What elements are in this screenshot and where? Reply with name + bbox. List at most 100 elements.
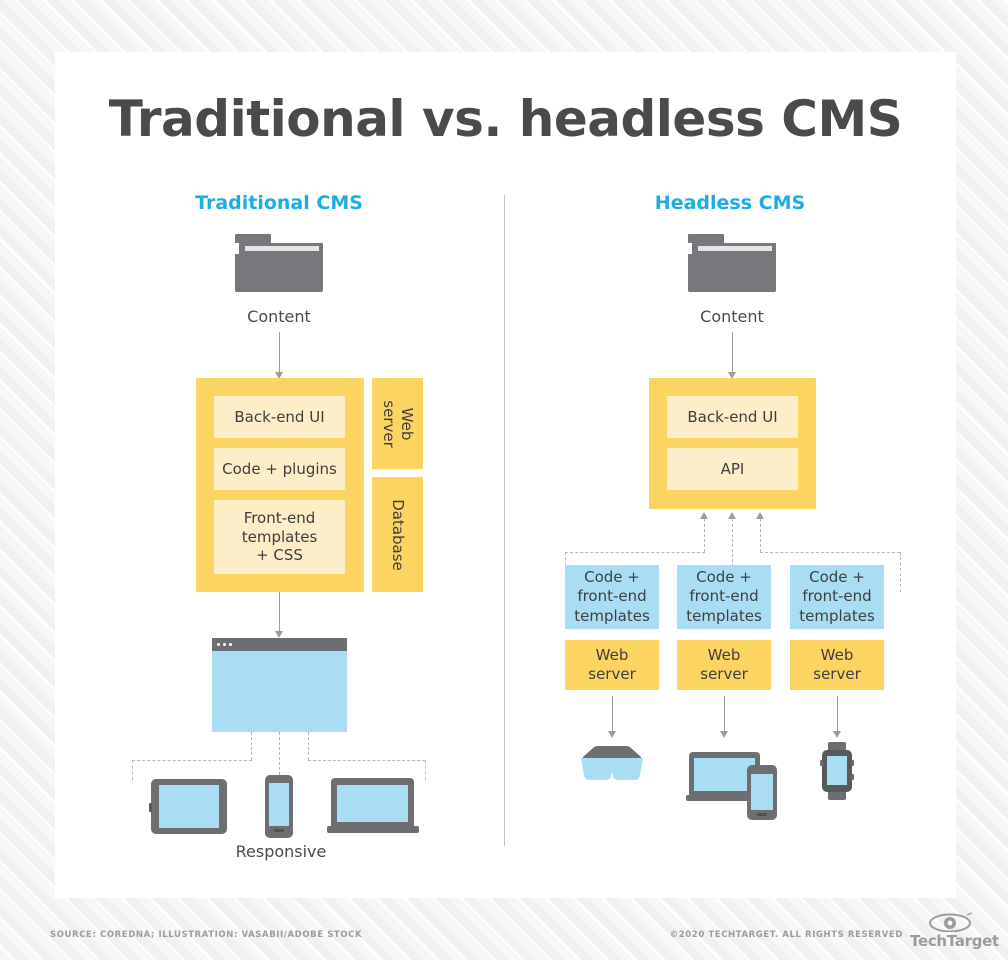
server-line-1: Web (707, 646, 741, 665)
folder-icon (688, 234, 776, 292)
arrow-shaft-center (732, 519, 733, 592)
browser-title-bar (212, 638, 347, 651)
arrow-server-to-device-1 (612, 696, 613, 734)
connector-laptop-drop (425, 760, 426, 780)
connector-right-horz (308, 760, 425, 761)
column-heading-traditional: Traditional CMS (195, 192, 363, 214)
column-heading-headless: Headless CMS (654, 192, 806, 214)
code-line-3: templates (574, 606, 650, 625)
box-api: API (667, 448, 798, 490)
server-line-2: server (700, 665, 748, 683)
folder-body (688, 254, 776, 292)
arrow-content-to-stack (279, 332, 280, 375)
arrow-head-icon (756, 512, 764, 519)
connector-center-vert (279, 732, 280, 780)
watch-screen (827, 756, 847, 785)
arrow-head-icon (275, 631, 283, 638)
box-web-server-1: Web server (565, 640, 659, 690)
tablet-button (149, 803, 152, 812)
responsive-label: Responsive (235, 842, 327, 861)
arrow-stack-to-browser (279, 592, 280, 634)
front-end-line-2: templates (241, 527, 318, 546)
box-code-plugins: Code + plugins (214, 448, 345, 490)
infographic-card: Traditional vs. headless CMS Traditional… (55, 52, 956, 898)
connector-right-drop-headless (900, 552, 901, 592)
arrow-server-to-device-3 (837, 696, 838, 734)
front-end-line-3: + CSS (256, 546, 303, 565)
browser-window-icon (212, 638, 347, 732)
column-divider (504, 195, 505, 846)
arrow-head-icon (700, 512, 708, 519)
browser-viewport (212, 651, 347, 732)
box-code-front-end-templates-1: Code + front-end templates (565, 565, 659, 629)
server-line-1: Web (595, 646, 629, 665)
smartwatch-icon (820, 742, 854, 800)
tablet-screen (159, 785, 219, 828)
code-line-3: templates (686, 606, 762, 625)
watch-button-bottom (851, 774, 854, 780)
arrow-head-icon (720, 731, 728, 738)
server-line-2: server (813, 665, 861, 683)
laptop-screen (337, 785, 408, 822)
watch-band-top (828, 742, 846, 752)
techtarget-logo: TechTarget (910, 912, 999, 950)
connector-tablet-drop (132, 760, 133, 780)
laptop-screen (694, 758, 755, 791)
code-line-2: front-end (689, 587, 759, 606)
code-line-2: front-end (802, 587, 872, 606)
box-web-server-2: Web server (677, 640, 771, 690)
tablet-icon (149, 779, 227, 834)
eye-icon (929, 912, 973, 932)
arrow-server-to-device-2 (724, 696, 725, 734)
copyright-notice: ©2020 TECHTARGET. ALL RIGHTS RESERVED (669, 930, 903, 940)
code-line-3: templates (799, 606, 875, 625)
connector-left-horz-headless (565, 552, 705, 553)
folder-tab (688, 234, 724, 243)
web-server-line-1: Web (397, 407, 416, 440)
box-code-front-end-templates-2: Code + front-end templates (677, 565, 771, 629)
arrow-shaft-left (704, 519, 705, 552)
arrow-head-icon (275, 372, 283, 379)
server-line-2: server (588, 665, 636, 683)
box-code-front-end-templates-3: Code + front-end templates (790, 565, 884, 629)
watch-band-bottom (828, 790, 846, 800)
folder-tab (235, 234, 271, 243)
arrow-shaft-right (760, 519, 761, 552)
folder-body (235, 254, 323, 292)
connector-right-horz-headless (760, 552, 900, 553)
box-database-traditional: Database (372, 477, 423, 592)
content-label-headless: Content (700, 307, 764, 326)
web-server-line-2: server (379, 399, 398, 448)
code-line-2: front-end (577, 587, 647, 606)
phone-screen (751, 774, 773, 810)
watch-button-top (820, 760, 823, 766)
connector-left-horz (132, 760, 252, 761)
arrow-head-icon (608, 731, 616, 738)
arrow-head-icon (728, 372, 736, 379)
front-end-line-1: Front-end (243, 508, 316, 527)
arrow-content-to-api-stack (732, 332, 733, 375)
code-line-1: Code + (809, 567, 865, 586)
arrow-head-icon (728, 512, 736, 519)
connector-right-vert (308, 732, 309, 760)
watch-crown (851, 760, 854, 766)
phone-home-button (274, 829, 284, 832)
smartphone-icon (265, 775, 293, 838)
phone-screen (269, 783, 289, 826)
arrow-head-icon (833, 731, 841, 738)
code-line-1: Code + (584, 567, 640, 586)
box-front-end-templates: Front-end templates + CSS (214, 500, 345, 574)
folder-strip (239, 243, 323, 254)
box-web-server-3: Web server (790, 640, 884, 690)
folder-icon (235, 234, 323, 292)
box-back-end-ui: Back-end UI (214, 396, 345, 438)
techtarget-wordmark: TechTarget (910, 932, 999, 950)
box-back-end-ui-headless: Back-end UI (667, 396, 798, 438)
database-rot-label: Database (388, 498, 407, 571)
code-line-1: Code + (696, 567, 752, 586)
laptop-base (327, 826, 419, 833)
smartphone-icon (747, 765, 777, 820)
folder-strip (692, 243, 776, 254)
